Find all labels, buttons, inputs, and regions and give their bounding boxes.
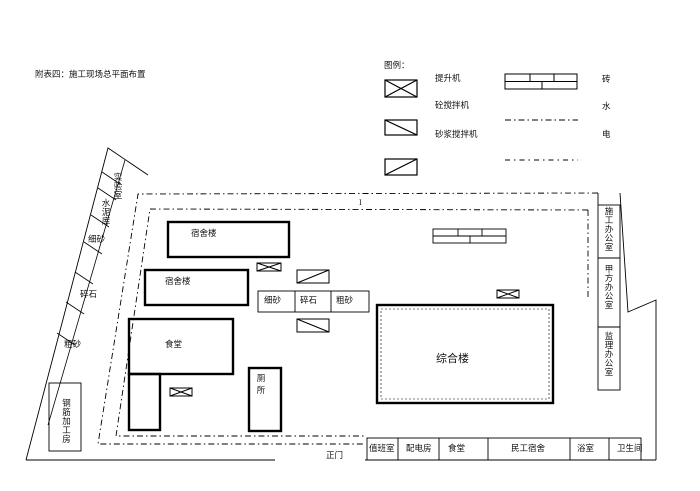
materials-box bbox=[257, 290, 370, 313]
legend-mortar-mixer-symbol bbox=[384, 158, 418, 176]
workers-dorm-label: 民工宿舍 bbox=[511, 444, 546, 454]
legend-brick-symbol bbox=[504, 73, 578, 90]
left-gravel-label: 碎石 bbox=[80, 290, 98, 300]
fine-sand-label: 细砂 bbox=[264, 296, 282, 306]
legend-brick-label: 砖 bbox=[602, 75, 611, 85]
legend-mortar-mixer-label: 砂浆搅拌机 bbox=[435, 130, 478, 140]
coarse-sand-label: 粗砂 bbox=[336, 296, 354, 306]
bathroom-label: 浴室 bbox=[577, 444, 595, 454]
restroom-label: 卫生间 bbox=[617, 444, 643, 454]
main-gate-label: 正门 bbox=[326, 451, 344, 461]
cement-store-label: 水泥库 bbox=[101, 199, 111, 227]
concrete-mixer-symbol bbox=[296, 318, 330, 333]
steel-shed-box bbox=[48, 382, 82, 452]
hoist-symbol bbox=[169, 387, 193, 397]
legend-electric-label: 电 bbox=[602, 130, 611, 140]
hoist-symbol bbox=[496, 289, 520, 299]
offices-box bbox=[597, 204, 621, 391]
legend-heading: 图例： bbox=[384, 61, 410, 71]
dorm-2-box bbox=[143, 268, 250, 307]
hoist-symbol bbox=[256, 262, 282, 272]
canteen-label: 食堂 bbox=[165, 340, 183, 350]
legend-water-label: 水 bbox=[602, 102, 611, 112]
steel-shed-label: 钢筋加工房 bbox=[62, 399, 71, 445]
site-boundary-inner bbox=[47, 159, 126, 426]
legend-concrete-mixer-symbol bbox=[384, 119, 418, 136]
dorm-1-label: 宿舍楼 bbox=[191, 229, 217, 239]
water-line-perimeter bbox=[115, 208, 589, 437]
mortar-mixer-symbol bbox=[296, 269, 330, 284]
construction-office-label: 施工办公室 bbox=[604, 207, 614, 253]
legend-concrete-mixer-label: 砼搅拌机 bbox=[435, 101, 470, 111]
dorm-2-label: 宿舍楼 bbox=[165, 277, 191, 287]
main-building-label: 综合楼 bbox=[436, 352, 469, 365]
client-office-label: 甲方办公室 bbox=[604, 265, 614, 311]
gravel-label: 碎石 bbox=[300, 296, 318, 306]
canteen-box bbox=[127, 317, 235, 376]
legend-hoist-label: 提升机 bbox=[435, 74, 461, 84]
electric-line-perimeter bbox=[97, 192, 599, 445]
left-coarse-sand-label: 粗砂 bbox=[64, 340, 82, 350]
bottom-canteen-label: 食堂 bbox=[448, 444, 466, 454]
site-boundary bbox=[25, 147, 149, 461]
legend-hoist-symbol bbox=[384, 79, 418, 98]
canteen-annex-box bbox=[127, 372, 162, 432]
dorm-1-box bbox=[166, 220, 291, 259]
page-title: 附表四：施工现场总平面布置 bbox=[35, 70, 146, 80]
main-building-box bbox=[375, 303, 555, 405]
left-fine-sand-label: 细砂 bbox=[88, 235, 106, 245]
toilet-box bbox=[247, 366, 283, 433]
lab-label: 实验室 bbox=[113, 173, 123, 201]
supervisor-office-label: 监理办公室 bbox=[604, 332, 614, 378]
brick-stack bbox=[432, 228, 507, 244]
bottom-row-box bbox=[366, 437, 642, 461]
water-line-mark: I bbox=[359, 199, 362, 207]
duty-room-label: 值班室 bbox=[369, 444, 395, 454]
toilet-label: 厕所 bbox=[256, 374, 266, 396]
power-room-label: 配电房 bbox=[406, 444, 432, 454]
